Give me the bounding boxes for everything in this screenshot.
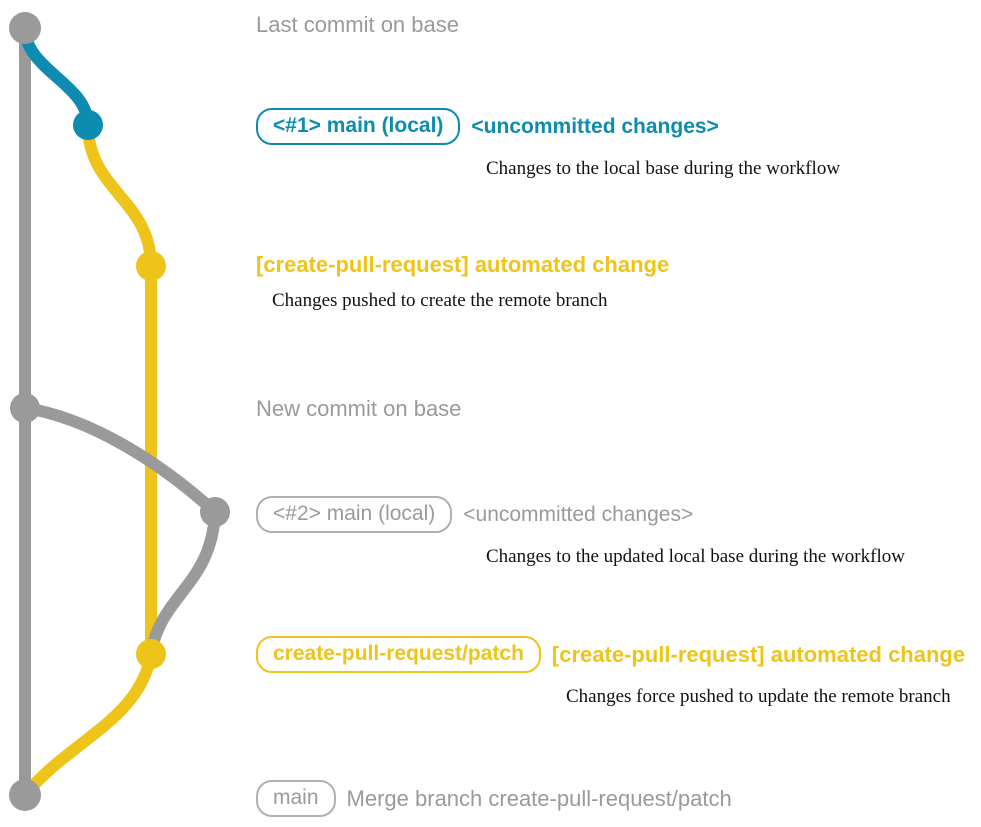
branch-pill-local-1[interactable]: <#1> main (local) — [256, 108, 461, 145]
label-new-commit-on-base: New commit on base — [256, 396, 462, 421]
row-remote-patch-2-headline: create-pull-request/patch [create-pull-r… — [256, 636, 965, 673]
commit-note-local-2: Changes to the updated local base during… — [486, 546, 905, 567]
row-local-1: <#1> main (local) <uncommitted changes> … — [256, 108, 840, 178]
node-remote-patch-2[interactable] — [136, 639, 166, 669]
row-merge-headline: main Merge branch create-pull-request/pa… — [256, 780, 732, 817]
row-remote-patch-1-headline: [create-pull-request] automated change — [256, 254, 669, 276]
node-remote-patch-1[interactable] — [136, 251, 166, 281]
node-base-head[interactable] — [9, 12, 41, 44]
row-remote-patch-1: [create-pull-request] automated change C… — [256, 254, 669, 311]
node-merge-commit[interactable] — [9, 779, 41, 811]
edge-local2-to-patch2 — [145, 506, 221, 660]
commit-note-remote-patch-2: Changes force pushed to update the remot… — [566, 686, 951, 707]
branch-pill-create-pull-request-patch[interactable]: create-pull-request/patch — [256, 636, 541, 673]
edge-patch2-to-merge — [19, 648, 157, 801]
commit-subject-remote-patch-1: [create-pull-request] automated change — [256, 252, 670, 277]
branch-pill-main[interactable]: main — [256, 780, 336, 817]
edge-base-to-local1 — [19, 22, 94, 131]
commit-subject-remote-patch-2: [create-pull-request] automated change — [551, 641, 966, 667]
edge-basenew-to-local2 — [19, 402, 221, 518]
row-remote-patch-2: create-pull-request/patch [create-pull-r… — [256, 636, 965, 706]
row-local-1-headline: <#1> main (local) <uncommitted changes> — [256, 108, 719, 145]
label-last-commit-on-base: Last commit on base — [256, 12, 459, 37]
commit-subject-local-1: <uncommitted changes> — [471, 115, 719, 138]
commit-subject-merge: Merge branch create-pull-request/patch — [346, 785, 732, 811]
commit-note-remote-patch-1: Changes pushed to create the remote bran… — [272, 290, 608, 311]
node-local-1[interactable] — [73, 110, 103, 140]
commit-note-local-1: Changes to the local base during the wor… — [486, 158, 841, 179]
row-local-2: <#2> main (local) <uncommitted changes> … — [256, 496, 905, 566]
edge-local1-to-patch1 — [82, 119, 157, 272]
branch-pill-local-2[interactable]: <#2> main (local) — [256, 496, 453, 533]
node-base-new[interactable] — [10, 393, 40, 423]
node-local-2[interactable] — [200, 497, 230, 527]
commit-subject-local-2: <uncommitted changes> — [463, 503, 694, 526]
row-local-2-headline: <#2> main (local) <uncommitted changes> — [256, 496, 693, 533]
row-merge: main Merge branch create-pull-request/pa… — [256, 780, 732, 817]
